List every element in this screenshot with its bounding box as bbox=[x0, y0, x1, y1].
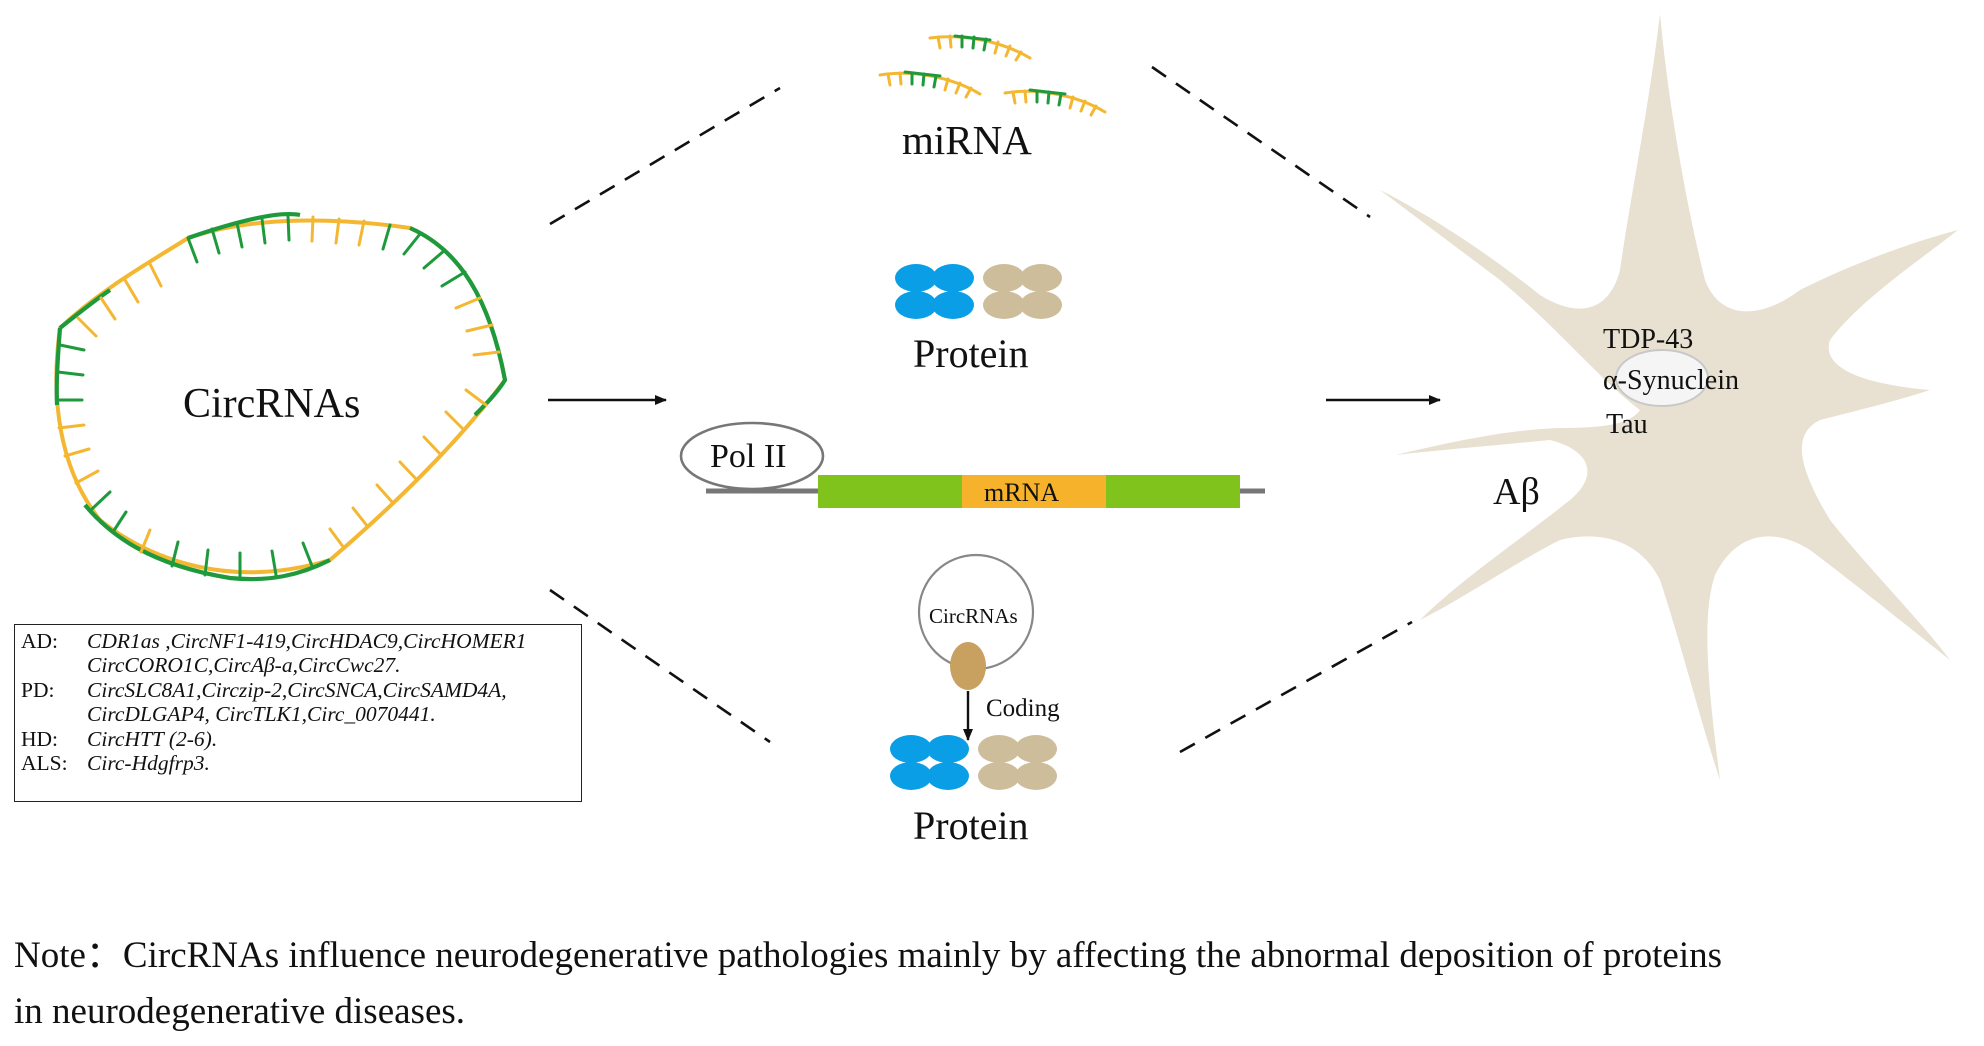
protein-complex-top bbox=[895, 264, 1062, 319]
disease-genes: Circ-Hdgfrp3. bbox=[87, 751, 210, 776]
coding-label: Coding bbox=[986, 695, 1060, 722]
disease-row-ad-cont: CircCORO1C,CircAβ-a,CircCwc27. bbox=[21, 653, 575, 677]
mrna-highlight bbox=[962, 475, 1106, 508]
pol2-label: Pol II bbox=[710, 438, 787, 475]
mirna-strand-1 bbox=[928, 34, 1032, 62]
disease-genes: CircSLC8A1,Circzip-2,CircSNCA,CircSAMD4A… bbox=[87, 677, 507, 702]
pol2-enzyme bbox=[679, 421, 825, 491]
disease-code: PD: bbox=[21, 677, 55, 702]
circrna-segment-green-4 bbox=[83, 503, 331, 582]
protein-complex-bottom bbox=[890, 735, 1057, 790]
disease-code: AD: bbox=[21, 629, 59, 653]
protein-bottom-label: Protein bbox=[913, 803, 1029, 848]
mirna-strand-2 bbox=[878, 70, 982, 99]
disease-code: HD: bbox=[21, 726, 59, 751]
mirna-strand-3 bbox=[1003, 88, 1107, 117]
tau-label: Tau bbox=[1606, 409, 1648, 440]
disease-genes: CDR1as ,CircNF1-419,CircHDAC9,CircHOMER1 bbox=[87, 629, 527, 653]
circrna-coding-unit bbox=[917, 553, 1035, 741]
tdp43-label: TDP-43 bbox=[1603, 324, 1694, 355]
ribosome bbox=[950, 642, 986, 690]
circrna-segment-green-2 bbox=[409, 226, 508, 417]
disease-genes: CircCORO1C,CircAβ-a,CircCwc27. bbox=[87, 653, 401, 678]
disease-code: ALS: bbox=[21, 751, 68, 776]
figure-note: Note：CircRNAs influence neurodegenerativ… bbox=[14, 928, 1974, 1040]
mirna-label: miRNA bbox=[902, 117, 1032, 163]
disease-row-ad: AD: CDR1as ,CircNF1-419,CircHDAC9,CircHO… bbox=[21, 629, 575, 653]
transcription-unit bbox=[679, 421, 1265, 508]
disease-row-hd: HD: CircHTT (2-6). bbox=[21, 727, 575, 751]
disease-circrna-box: AD: CDR1as ,CircNF1-419,CircHDAC9,CircHO… bbox=[14, 624, 582, 802]
disease-genes: CircDLGAP4, CircTLK1,Circ_0070441. bbox=[87, 702, 436, 727]
neuron bbox=[1380, 14, 1958, 780]
small-circrnas-label: CircRNAs bbox=[929, 604, 1018, 628]
neuron-nucleus bbox=[1615, 349, 1709, 407]
synuclein-label: α-Synuclein bbox=[1603, 365, 1739, 396]
mirna-strands bbox=[878, 34, 1107, 117]
mrna-label: mRNA bbox=[984, 478, 1060, 507]
circrnas-label: CircRNAs bbox=[183, 381, 361, 427]
disease-row-als: ALS: Circ-Hdgfrp3. bbox=[21, 751, 575, 775]
disease-row-pd-cont: CircDLGAP4, CircTLK1,Circ_0070441. bbox=[21, 702, 575, 726]
circrna-segment-green-1 bbox=[187, 211, 301, 240]
dashed-connectors bbox=[549, 65, 1413, 754]
protein-top-label: Protein bbox=[913, 331, 1029, 376]
dashed-line-bottom-right bbox=[1179, 620, 1413, 754]
disease-genes: CircHTT (2-6). bbox=[87, 726, 218, 751]
circrna-segment-green-5 bbox=[58, 288, 112, 330]
circrna-bases bbox=[55, 214, 501, 580]
dashed-line-top-right bbox=[1151, 65, 1371, 219]
disease-row-pd: PD: CircSLC8A1,Circzip-2,CircSNCA,CircSA… bbox=[21, 678, 575, 702]
abeta-label: Aβ bbox=[1493, 471, 1540, 513]
dashed-line-bottom-left bbox=[549, 588, 771, 744]
note-line-1: Note：CircRNAs influence neurodegenerativ… bbox=[14, 935, 1723, 976]
circrna-segment-green-3 bbox=[54, 327, 63, 406]
circrna-ring bbox=[54, 211, 508, 582]
dashed-line-top-left bbox=[549, 86, 781, 226]
note-line-2: in neurodegenerative diseases. bbox=[14, 991, 466, 1032]
